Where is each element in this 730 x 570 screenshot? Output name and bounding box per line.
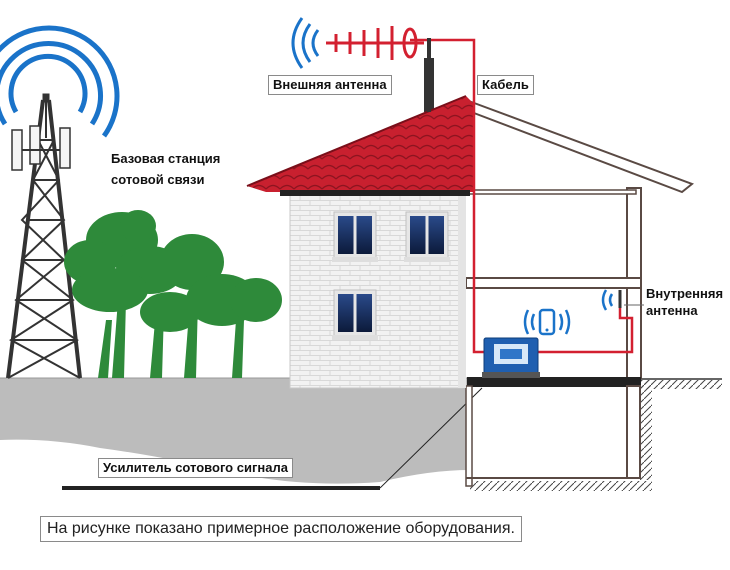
internal-antenna-label-line1: Внутренняя	[644, 286, 726, 302]
window	[332, 211, 378, 262]
antenna-waves-icon	[291, 17, 320, 69]
trees	[64, 210, 282, 378]
cell-tower-icon	[6, 93, 82, 379]
base-station-label-line2: сотовой связи	[107, 171, 209, 189]
base-station-label-line1: Базовая станция	[107, 150, 225, 168]
base-station-waves-icon	[0, 25, 120, 138]
internal-antenna-label-line2: антенна	[644, 303, 700, 319]
indoor-antenna-icon	[601, 289, 648, 311]
phone-icon	[523, 308, 571, 336]
external-antenna-label: Внешняя антенна	[268, 75, 392, 95]
house-interior-frame	[465, 99, 695, 487]
figure-caption: На рисунке показано примерное расположен…	[40, 516, 522, 542]
cable-label: Кабель	[477, 75, 534, 95]
amplifier-pointer	[62, 387, 483, 490]
window	[332, 289, 378, 340]
roof	[246, 95, 474, 196]
amplifier-label: Усилитель сотового сигнала	[98, 458, 293, 478]
cable	[410, 38, 634, 354]
amplifier-icon	[482, 337, 540, 378]
window	[404, 211, 450, 262]
yagi-antenna-icon	[326, 26, 431, 112]
